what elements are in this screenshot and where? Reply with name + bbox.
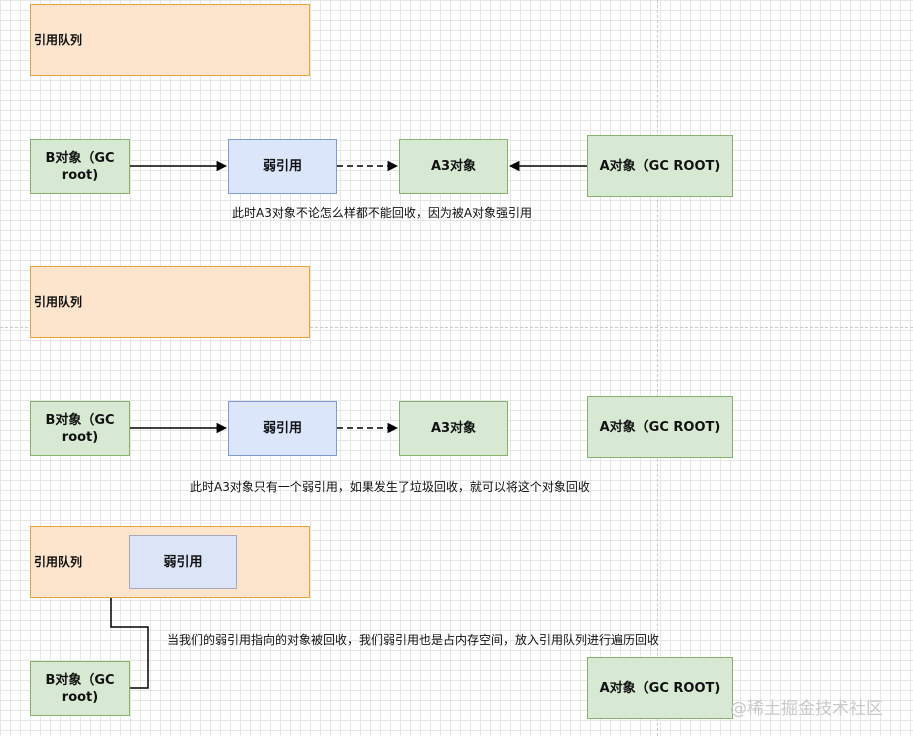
b-object-label: B对象（GC root) <box>45 672 115 705</box>
a3-object-box: A3对象 <box>399 401 508 456</box>
reference-queue-label: 引用队列 <box>34 554 83 569</box>
a-object-box: A对象（GC ROOT) <box>587 657 733 719</box>
a3-object-label: A3对象 <box>430 421 477 436</box>
section2-caption: 此时A3对象只有一个弱引用，如果发生了垃圾回收，就可以将这个对象回收 <box>190 480 590 494</box>
weak-reference-box: 弱引用 <box>228 401 337 456</box>
a3-object-box: A3对象 <box>399 139 508 194</box>
reference-queue-box: 引用队列 <box>30 4 310 76</box>
page-break-horizontal <box>0 327 913 328</box>
reference-queue-label: 引用队列 <box>34 32 83 47</box>
page-break-vertical <box>657 0 658 736</box>
b-object-box: B对象（GC root) <box>30 139 130 194</box>
reference-queue-box: 引用队列 <box>30 266 310 338</box>
b-object-label: B对象（GC root) <box>45 412 115 445</box>
watermark: @稀土掘金技术社区 <box>730 699 883 719</box>
b-object-label: B对象（GC root) <box>45 150 115 183</box>
section1-caption: 此时A3对象不论怎么样都不能回收，因为被A对象强引用 <box>232 206 533 220</box>
a-object-label: A对象（GC ROOT) <box>599 158 721 174</box>
b-object-box: B对象（GC root) <box>30 661 130 716</box>
a-object-box: A对象（GC ROOT) <box>587 396 733 458</box>
weak-reference-label: 弱引用 <box>262 159 302 174</box>
b-object-box: B对象（GC root) <box>30 401 130 456</box>
a-object-box: A对象（GC ROOT) <box>587 135 733 197</box>
weak-reference-box: 弱引用 <box>228 139 337 194</box>
a-object-label: A对象（GC ROOT) <box>599 680 721 696</box>
reference-queue-label: 引用队列 <box>34 294 83 309</box>
weak-reference-label: 弱引用 <box>163 554 203 570</box>
a-object-label: A对象（GC ROOT) <box>599 419 721 435</box>
weak-reference-box: 弱引用 <box>129 535 237 589</box>
a3-object-label: A3对象 <box>430 159 477 174</box>
section3-caption: 当我们的弱引用指向的对象被回收，我们弱引用也是占内存空间，放入引用队列进行遍历回… <box>167 633 660 647</box>
weak-reference-label: 弱引用 <box>262 421 302 436</box>
